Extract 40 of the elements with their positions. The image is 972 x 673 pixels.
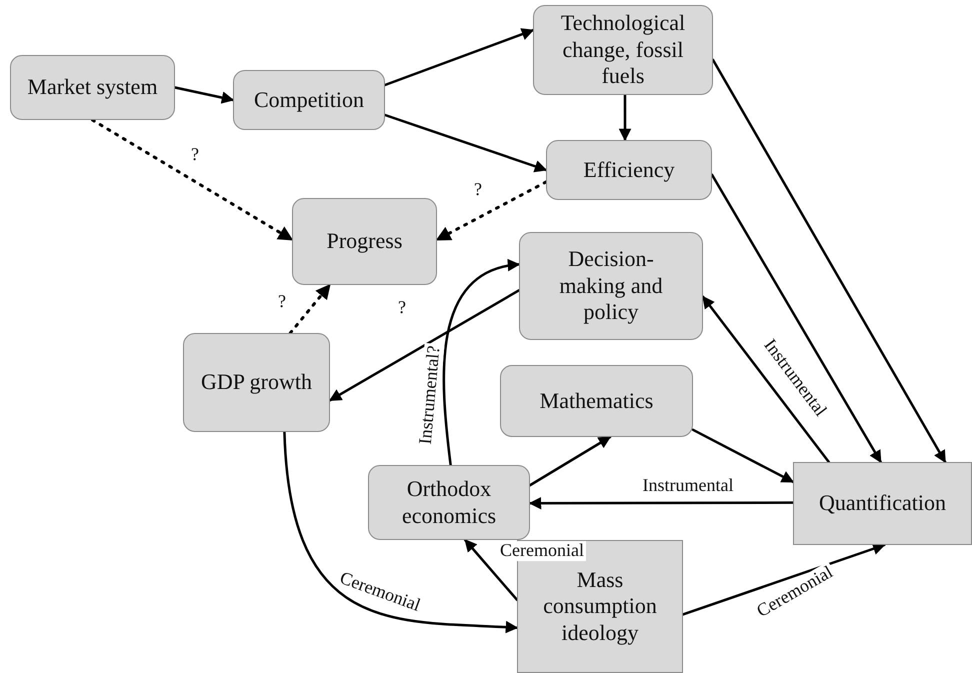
arrow xyxy=(528,436,612,486)
arrow xyxy=(328,289,520,402)
process-box xyxy=(533,5,713,95)
arrow xyxy=(442,260,520,466)
arrow xyxy=(682,542,886,616)
arrow xyxy=(702,296,830,464)
process-box xyxy=(368,465,530,540)
arrow xyxy=(528,496,794,510)
arrow xyxy=(174,86,234,104)
node-label: Market system xyxy=(27,74,158,101)
process-box xyxy=(546,140,712,200)
arrow xyxy=(288,284,332,334)
arrow xyxy=(384,114,548,172)
arrow xyxy=(436,180,548,242)
arrow xyxy=(283,430,518,634)
process-box xyxy=(233,70,385,130)
process-box xyxy=(500,365,693,437)
node-label: Mass consumption ideology xyxy=(542,566,658,646)
edge-label: Ceremonial xyxy=(498,541,586,561)
arrow xyxy=(692,428,794,484)
arrow xyxy=(710,174,882,464)
process-box xyxy=(793,462,972,545)
arrow xyxy=(384,28,534,86)
node-label: Quantification xyxy=(818,490,946,517)
node-label: Technological change, fossil fuels xyxy=(560,10,686,90)
process-box xyxy=(519,232,703,340)
node-label: Mathematics xyxy=(540,388,654,414)
node-label: Competition xyxy=(254,86,364,114)
arrow xyxy=(712,58,946,464)
process-box xyxy=(183,333,330,432)
process-box xyxy=(10,55,175,120)
node-label: GDP growth xyxy=(200,369,312,396)
node-label: Orthodox economics xyxy=(400,476,498,529)
node-label: Progress xyxy=(326,228,402,255)
arrow xyxy=(464,538,518,602)
node-label: Efficiency xyxy=(583,156,675,184)
arrow xyxy=(91,118,294,242)
arrow xyxy=(618,94,632,142)
node-label: Decision-making and policy xyxy=(558,246,664,326)
process-box xyxy=(292,198,437,285)
